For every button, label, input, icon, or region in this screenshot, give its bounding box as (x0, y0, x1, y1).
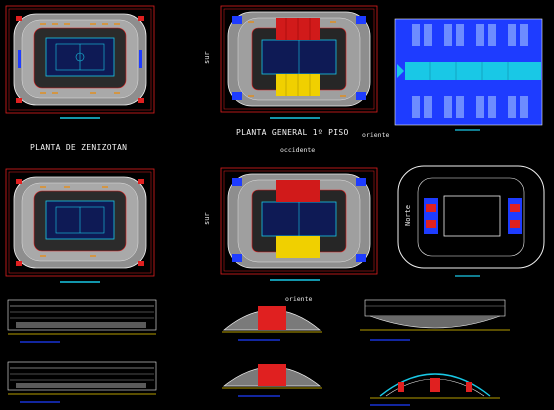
label-sur-top: sur (203, 51, 211, 64)
stadium-plan-topleft (5, 5, 155, 119)
roof-plan-norte (397, 165, 545, 277)
blue-seating-plan (394, 18, 543, 131)
stadium-plan-general-mid (220, 167, 378, 281)
label-oriente-top: oriente (362, 131, 390, 139)
label-occidente: occidente (280, 146, 316, 154)
stadium-plan-general-top (220, 5, 378, 119)
label-sur-mid: sur (203, 212, 211, 225)
elevation-bottomleft-2 (7, 361, 157, 403)
section-dome-2 (222, 364, 322, 397)
label-norte: Norte (404, 204, 412, 226)
label-planta-zenizotan: PLANTA DE ZENIZOTAN (30, 143, 128, 152)
section-dome-1 (222, 306, 322, 341)
stadium-plan-midleft (5, 168, 155, 283)
elevation-bottomleft-1 (7, 299, 157, 343)
label-planta-general: PLANTA GENERAL 1º PISO (236, 128, 349, 137)
label-oriente-elevation: oriente (285, 295, 313, 303)
section-right-1 (360, 299, 510, 341)
section-right-2 (370, 373, 500, 406)
